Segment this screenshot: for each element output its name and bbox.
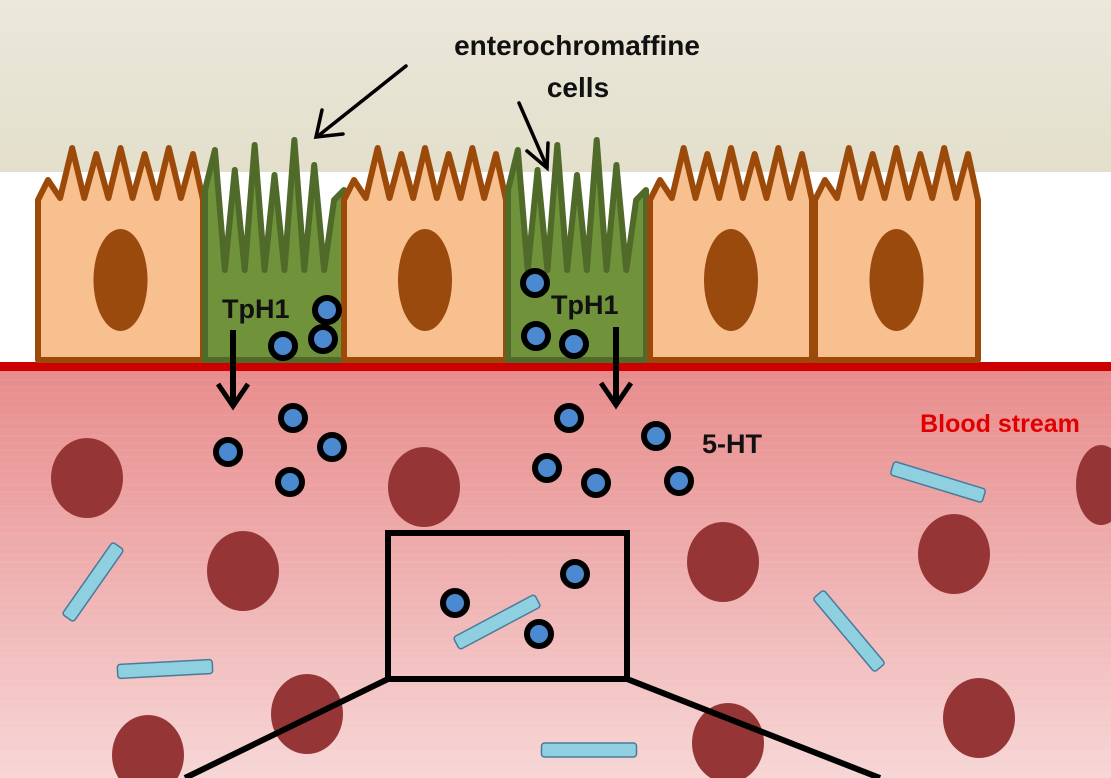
red-blood-cells <box>51 438 1111 778</box>
serotonin-molecule <box>664 466 694 496</box>
arrow-to-ec-cell-left <box>316 64 408 138</box>
red-blood-cell <box>918 514 990 594</box>
serotonin-molecule <box>278 403 308 433</box>
red-blood-cell <box>692 703 764 778</box>
serotonin-molecule <box>275 467 305 497</box>
zoom-line-left <box>183 676 390 778</box>
platelet <box>540 742 638 758</box>
serotonin-molecule <box>581 468 611 498</box>
serotonin-molecule <box>524 619 554 649</box>
red-blood-cell <box>271 674 343 754</box>
serotonin-molecule <box>317 432 347 462</box>
serotonin-molecule <box>440 588 470 618</box>
platelet <box>813 590 885 672</box>
red-blood-cell <box>687 522 759 602</box>
epithelial-layer <box>35 137 981 363</box>
secretion-arrowhead-right <box>598 381 634 410</box>
serotonin-ring <box>308 324 338 354</box>
serotonin-ring <box>278 403 308 433</box>
serotonin-molecule <box>213 437 243 467</box>
serotonin-ring <box>560 559 590 589</box>
tph1-label-left: TpH1 <box>222 294 290 324</box>
serotonin-ring <box>664 466 694 496</box>
serotonin-ring <box>641 421 671 451</box>
enterocyte-cell <box>35 145 206 363</box>
enterochromaffin-cell <box>505 137 649 363</box>
platelet <box>62 542 124 622</box>
ec-cells-label-line1: enterochromaffine <box>454 30 700 61</box>
red-blood-cell <box>388 447 460 527</box>
serotonin-molecule <box>268 331 298 361</box>
nucleus <box>704 229 758 331</box>
serotonin-ring <box>524 619 554 649</box>
secretion-arrows <box>215 327 634 411</box>
enterocyte-cell <box>812 145 981 363</box>
platelets <box>62 461 986 758</box>
serotonin-ring <box>559 329 589 359</box>
serotonin-molecule <box>308 324 338 354</box>
magnification-box <box>183 530 882 778</box>
serotonin-ring <box>312 295 342 325</box>
serotonin-molecules <box>213 268 694 649</box>
red-blood-cell <box>1076 445 1111 525</box>
serotonin-ring <box>213 437 243 467</box>
serotonin-ring <box>532 453 562 483</box>
red-blood-cell <box>943 678 1015 758</box>
serotonin-label: 5-HT <box>702 429 763 459</box>
ec-cell-body <box>505 137 649 363</box>
serotonin-molecule <box>641 421 671 451</box>
serotonin-ring <box>268 331 298 361</box>
serotonin-molecule <box>520 268 550 298</box>
ec-cell-body <box>202 137 347 363</box>
ec-label-arrows <box>313 64 550 172</box>
red-blood-cell <box>112 715 184 778</box>
serotonin-molecule <box>312 295 342 325</box>
platelet <box>890 461 986 503</box>
nucleus <box>869 229 924 331</box>
red-blood-cell <box>51 438 123 518</box>
serotonin-ring <box>554 403 584 433</box>
red-blood-cell <box>207 531 279 611</box>
serotonin-ring <box>440 588 470 618</box>
enterocyte-cell <box>341 145 509 363</box>
zoom-line-right <box>625 676 882 778</box>
arrow-to-ec-cell-right <box>517 101 549 169</box>
platelet <box>453 594 541 650</box>
serotonin-ring <box>581 468 611 498</box>
arrowhead-left <box>313 108 345 140</box>
platelet <box>116 658 214 680</box>
ec-cells-label-line2: cells <box>547 72 609 103</box>
serotonin-molecule <box>559 329 589 359</box>
serotonin-molecule <box>554 403 584 433</box>
nucleus <box>398 229 452 331</box>
serotonin-molecule <box>560 559 590 589</box>
serotonin-ring <box>275 467 305 497</box>
arrowhead-right <box>525 141 550 172</box>
tph1-label-right: TpH1 <box>551 290 619 320</box>
secretion-arrowhead-left <box>215 382 251 411</box>
serotonin-ring <box>317 432 347 462</box>
basement-membrane <box>0 362 1111 371</box>
nucleus <box>93 229 148 331</box>
blood-stream-label: Blood stream <box>920 410 1080 438</box>
serotonin-molecule <box>521 321 551 351</box>
serotonin-ring <box>520 268 550 298</box>
serotonin-ring <box>521 321 551 351</box>
enterocyte-cell <box>647 145 815 363</box>
enterochromaffin-cell <box>202 137 347 363</box>
zoom-box-frame <box>385 530 630 682</box>
serotonin-molecule <box>532 453 562 483</box>
